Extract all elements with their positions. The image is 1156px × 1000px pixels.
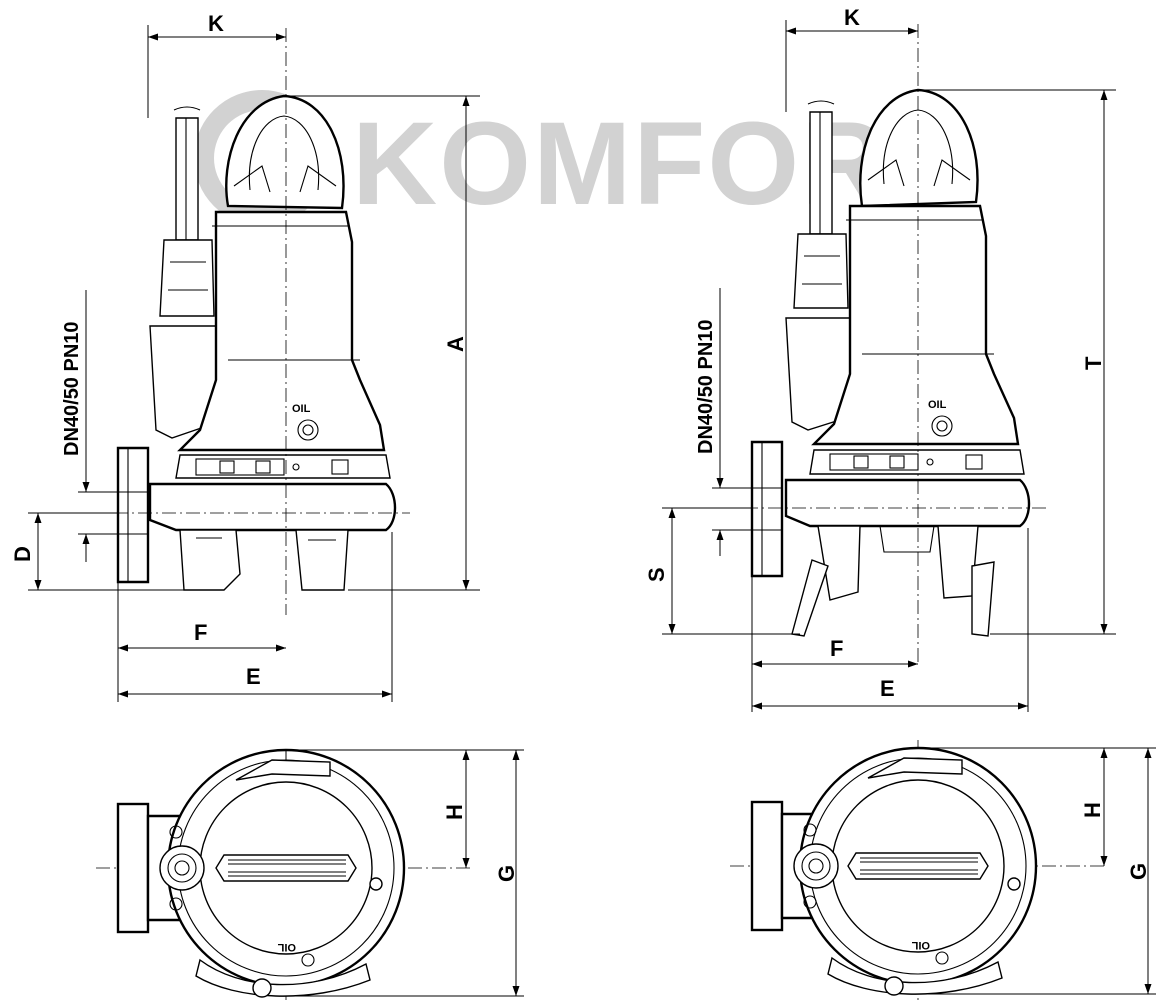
left-side-dimensions: K A D DN40/50 PN10 F E xyxy=(10,11,480,702)
right-label-S: S xyxy=(644,567,669,582)
left-label-A: A xyxy=(443,336,468,352)
left-label-K: K xyxy=(208,11,224,36)
left-top-label-H: H xyxy=(442,804,467,820)
right-top-label-G: G xyxy=(1126,863,1151,880)
right-top-view: OIL xyxy=(730,740,1108,1000)
right-label-T: T xyxy=(1081,356,1106,370)
right-side-dimensions: K T S DN40/50 PN10 F E xyxy=(644,5,1116,712)
left-top-view: OIL xyxy=(96,748,470,1000)
right-flange-label: DN40/50 PN10 xyxy=(695,319,717,454)
right-side-view: OIL xyxy=(750,88,1031,637)
left-label-F: F xyxy=(194,620,207,645)
right-label-K: K xyxy=(844,5,860,30)
left-top-dimensions: H G xyxy=(285,749,524,997)
left-label-D: D xyxy=(10,546,35,562)
right-label-F: F xyxy=(830,636,843,661)
left-top-oil-label: OIL xyxy=(277,941,296,953)
right-top-oil-label: OIL xyxy=(911,939,930,951)
right-label-E: E xyxy=(880,676,895,701)
right-side-oil-label: OIL xyxy=(928,399,947,411)
left-label-E: E xyxy=(246,664,261,689)
left-top-label-G: G xyxy=(494,865,519,882)
right-top-label-H: H xyxy=(1080,802,1105,818)
left-flange-label: DN40/50 PN10 xyxy=(61,321,83,456)
right-top-dimensions: H G xyxy=(918,747,1156,995)
left-side-oil-label: OIL xyxy=(292,403,311,415)
left-side-view: OIL xyxy=(116,94,397,591)
